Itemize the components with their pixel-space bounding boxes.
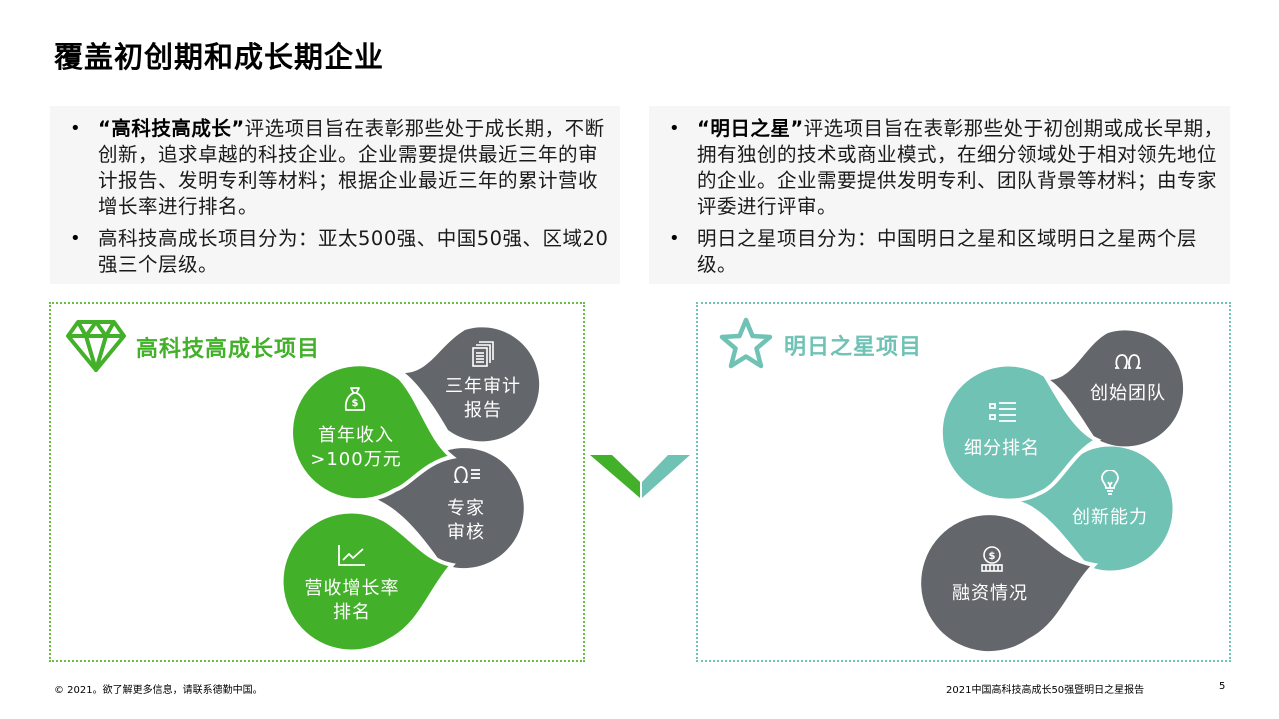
bullet-text: 评选项目旨在表彰那些处于初创期或成长早期，拥有独创的技术或商业模式，在细分领域处…	[697, 117, 1224, 218]
high-growth-panel	[49, 302, 585, 662]
bullet-item: 高科技高成长项目分为：亚太500强、中国50强、区域20强三个层级。	[64, 226, 612, 278]
bullet-bold-term: “明日之星”	[697, 117, 804, 140]
documents-icon	[471, 340, 495, 372]
innovation-label: 创新能力	[1072, 507, 1148, 528]
high-growth-panel-header: 高科技高成长项目	[66, 318, 320, 376]
rising-star-description-box: “明日之星”评选项目旨在表彰那些处于初创期或成长早期，拥有独创的技术或商业模式，…	[649, 106, 1230, 284]
founding-team-label: 创始团队	[1090, 383, 1166, 404]
expert-review-label: 专家 审核	[447, 498, 485, 543]
revenue-growth-label: 营收增长率 排名	[304, 578, 400, 623]
money-bag-icon: $	[344, 386, 366, 416]
coin-icon: $	[979, 545, 1005, 577]
footer-copyright: © 2021。欲了解更多信息，请联系德勤中国。	[54, 685, 263, 696]
lightbulb-icon	[1100, 469, 1120, 502]
high-growth-description-box: “高科技高成长”评选项目旨在表彰那些处于成长期，不断创新，追求卓越的科技企业。企…	[50, 106, 620, 284]
rising-star-panel	[696, 302, 1231, 662]
diamond-icon	[66, 318, 126, 376]
page-number: 5	[1219, 681, 1226, 692]
rising-star-panel-header: 明日之星项目	[718, 316, 922, 374]
footer-report-title: 2021中国高科技高成长50强暨明日之星报告	[946, 685, 1145, 696]
page-title: 覆盖初创期和成长期企业	[54, 40, 385, 74]
bullet-text: 评选项目旨在表彰那些处于成长期，不断创新，追求卓越的科技企业。企业需要提供最近三…	[98, 117, 605, 218]
bullet-bold-term: “高科技高成长”	[98, 117, 245, 140]
star-icon	[718, 316, 774, 374]
svg-text:$: $	[989, 551, 996, 562]
bullet-item: 明日之星项目分为：中国明日之星和区域明日之星两个层级。	[663, 226, 1224, 278]
financing-label: 融资情况	[952, 583, 1028, 604]
high-growth-panel-title: 高科技高成长项目	[136, 337, 321, 362]
line-chart-icon	[337, 543, 367, 571]
list-icon	[988, 400, 1018, 428]
segment-ranking-label: 细分排名	[964, 438, 1040, 459]
chevron-left-half	[590, 455, 640, 498]
audit-report-label: 三年审计 报告	[445, 376, 521, 421]
bullet-item: “高科技高成长”评选项目旨在表彰那些处于成长期，不断创新，追求卓越的科技企业。企…	[64, 116, 612, 220]
first-year-revenue-label: 首年收入 >100万元	[310, 425, 402, 470]
svg-text:$: $	[352, 398, 359, 409]
team-icon	[1114, 352, 1142, 374]
bullet-text: 高科技高成长项目分为：亚太500强、中国50强、区域20强三个层级。	[98, 227, 609, 276]
chevron-right-half	[642, 455, 690, 498]
expert-icon	[452, 464, 482, 488]
bullet-text: 明日之星项目分为：中国明日之星和区域明日之星两个层级。	[697, 227, 1198, 276]
bullet-item: “明日之星”评选项目旨在表彰那些处于初创期或成长早期，拥有独创的技术或商业模式，…	[663, 116, 1224, 220]
rising-star-panel-title: 明日之星项目	[784, 335, 923, 360]
